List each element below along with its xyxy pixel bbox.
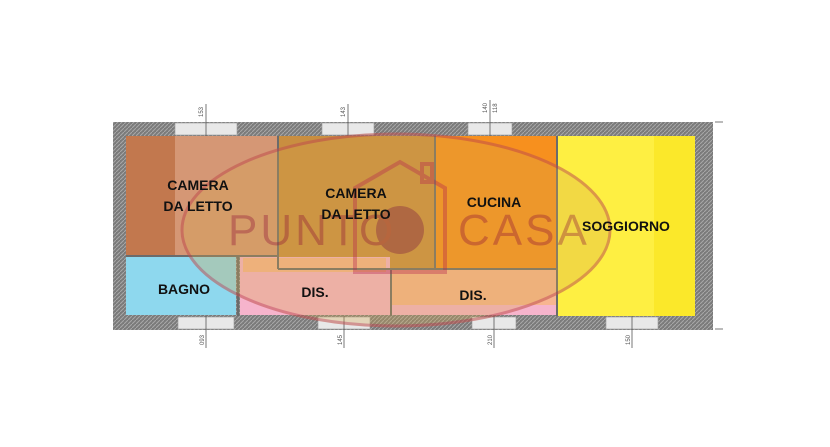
- house-icon: [353, 159, 447, 274]
- dim-top-4: 118: [493, 103, 499, 113]
- label-camera-1-line1: CAMERA: [167, 177, 228, 193]
- label-dis-1: DIS.: [301, 284, 328, 300]
- dimension-ticks: [205, 100, 723, 348]
- dimension-labels: 153 143 140 118 093 145 210 150: [199, 102, 632, 345]
- label-camera-1-line2: DA LETTO: [163, 198, 232, 214]
- room-dis-2-pink: [392, 305, 557, 315]
- room-soggiorno-light: [558, 136, 654, 316]
- dim-bottom-2: 145: [338, 334, 344, 345]
- dim-top-3: 140: [483, 102, 489, 113]
- logo-word-punto: PUNTO: [228, 206, 396, 255]
- dim-bottom-1: 093: [200, 334, 206, 345]
- label-cucina: CUCINA: [467, 194, 521, 210]
- label-camera-2-line1: CAMERA: [325, 185, 386, 201]
- label-bagno: BAGNO: [158, 281, 210, 297]
- puntocasa-logo: PUNTO CASA: [180, 132, 612, 328]
- label-soggiorno: SOGGIORNO: [582, 218, 670, 234]
- label-camera-2-line2: DA LETTO: [321, 206, 390, 222]
- logo-circle-icon: [376, 206, 424, 254]
- dim-top-2: 143: [341, 106, 347, 117]
- internal-walls: [126, 136, 558, 316]
- label-dis-2: DIS.: [459, 287, 486, 303]
- logo-word-casa: CASA: [458, 206, 590, 255]
- dim-bottom-4: 150: [626, 334, 632, 345]
- dim-top-1: 153: [199, 106, 205, 117]
- dim-bottom-3: 210: [488, 334, 494, 345]
- room-bagno: [126, 257, 236, 315]
